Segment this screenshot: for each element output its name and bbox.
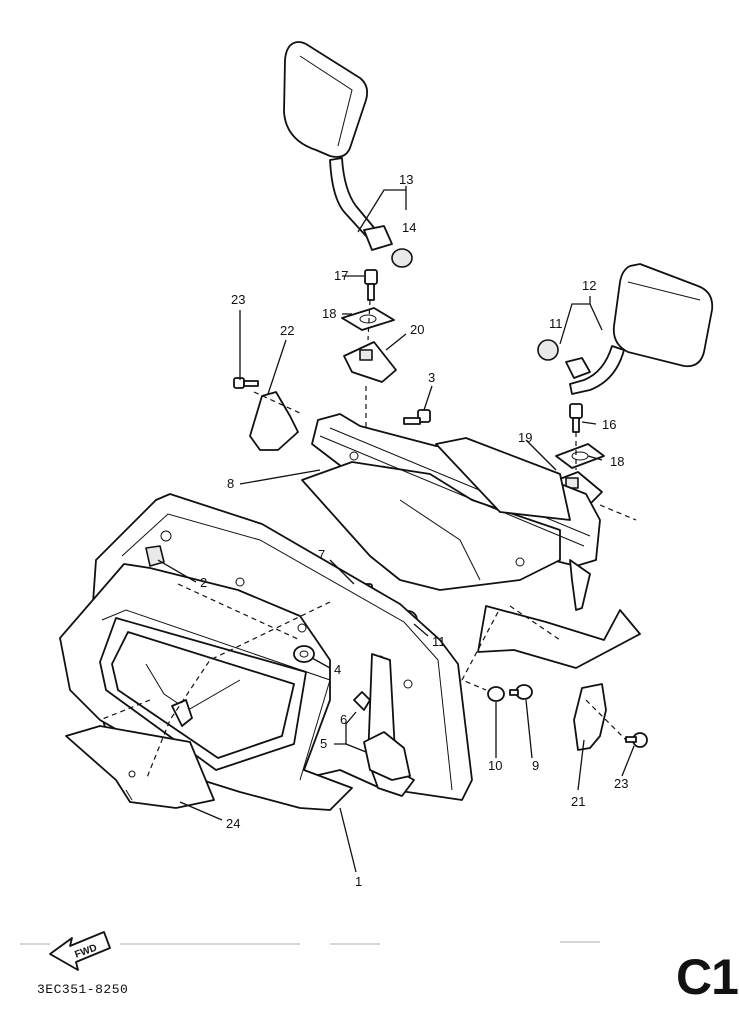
plate-24 (65, 725, 215, 809)
clip-6 (353, 691, 371, 711)
frame-8 (301, 413, 601, 611)
assembly-lines (99, 299, 637, 781)
callout-10: 10 (488, 758, 502, 773)
catalog-code: 3EC351-8250 (37, 982, 129, 997)
gasket-18-left (341, 307, 395, 331)
callout-3: 3 (428, 370, 435, 385)
callout-24: 24 (226, 816, 240, 831)
leader-lines (157, 186, 635, 873)
callout-17: 17 (334, 268, 348, 283)
callout-16: 16 (602, 417, 616, 432)
callout-18-left: 18 (322, 306, 336, 321)
callout-13: 11 (549, 316, 563, 331)
washer-10 (487, 686, 505, 702)
callout-18-right: 18 (610, 454, 624, 469)
callout-11: 11 (432, 634, 446, 649)
mirror-right (565, 263, 714, 395)
bolt-23-right (625, 732, 648, 748)
bolt-9 (509, 684, 533, 700)
callout-15: 14 (402, 220, 416, 235)
stay-21 (573, 683, 607, 751)
callout-19: 19 (518, 430, 532, 445)
bolt-3 (403, 409, 431, 425)
mirror-left (283, 41, 393, 251)
callout-14: 13 (399, 172, 413, 187)
callout-7: 7 (318, 547, 325, 562)
callout-21: 21 (571, 794, 585, 809)
page-code: C1 (676, 949, 739, 1005)
bolt-17 (364, 269, 378, 301)
callout-22: 22 (280, 323, 294, 338)
callout-1: 1 (355, 874, 362, 889)
stay-22 (249, 391, 299, 451)
bracket-20 (343, 341, 397, 383)
side-panel (477, 605, 641, 669)
bracket-5 (363, 731, 411, 781)
bolt-23-left (233, 377, 259, 389)
callout-2: 2 (200, 575, 207, 590)
callout-8: 8 (227, 476, 234, 491)
scan-noise (20, 941, 600, 945)
callout-5: 5 (320, 736, 327, 751)
nut-4 (293, 645, 315, 663)
callout-6: 6 (340, 712, 347, 727)
cap-15 (391, 248, 413, 268)
callout-20: 20 (410, 322, 424, 337)
callout-labels: 13 14 17 18 20 23 22 3 12 11 16 19 18 8 … (200, 172, 628, 889)
cap-13 (537, 339, 559, 361)
callout-9: 9 (532, 758, 539, 773)
gasket-18-right (555, 443, 605, 469)
cowling-1 (59, 493, 473, 811)
callout-23-right: 23 (614, 776, 628, 791)
bolt-16 (569, 403, 583, 433)
callout-4: 4 (334, 662, 341, 677)
callout-12: 12 (582, 278, 596, 293)
fwd-arrow: FWD (49, 931, 111, 971)
callout-23-left: 23 (231, 292, 245, 307)
